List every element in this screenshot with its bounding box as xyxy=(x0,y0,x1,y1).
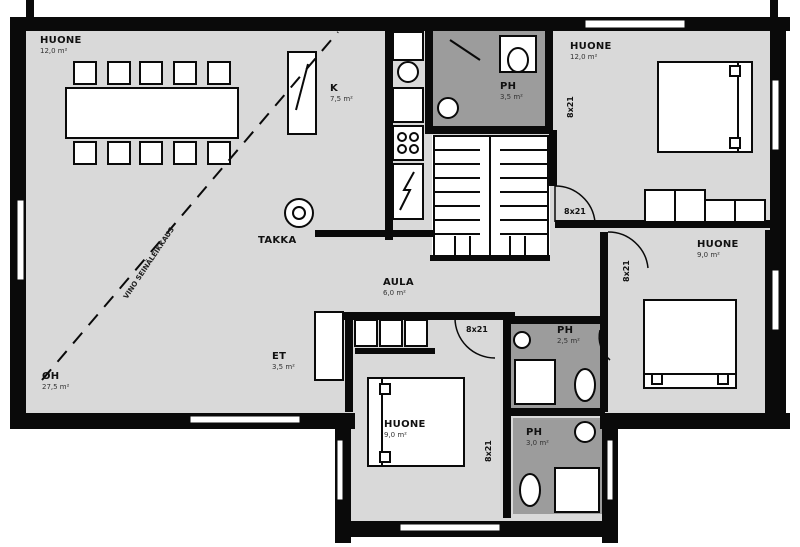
label-door-5: 8x21 xyxy=(484,440,493,462)
wall-ph-mid-left xyxy=(503,318,511,518)
bed-bottom xyxy=(367,377,465,467)
chairs-top xyxy=(73,61,231,85)
wardrobes-right xyxy=(644,189,766,223)
wall-bottom-right xyxy=(600,413,790,429)
entrance-closets xyxy=(314,311,428,381)
bed-right xyxy=(643,299,737,389)
window-left xyxy=(16,199,25,281)
dining-table xyxy=(65,87,239,139)
wall-et-top xyxy=(340,312,515,320)
wall-stair-bottom xyxy=(430,255,550,261)
window-annex-bottom xyxy=(399,523,501,532)
wall-ph-top-right xyxy=(545,30,553,130)
wall-core-left xyxy=(385,30,393,240)
post-top-left xyxy=(26,0,34,18)
wall-room-right-top xyxy=(555,220,770,228)
windows xyxy=(16,19,780,532)
ph-top-fixtures xyxy=(437,35,537,119)
fireplace-icon xyxy=(284,198,314,228)
wall-takka-line xyxy=(315,230,435,237)
window-annex-left xyxy=(336,439,344,501)
label-door-4: 8x21 xyxy=(622,260,631,282)
window-top-right xyxy=(584,19,686,29)
diagonal-divider xyxy=(41,31,339,381)
ph-middle-fixtures xyxy=(513,331,596,405)
wall-ph-mid-bottom xyxy=(505,408,605,416)
staircase xyxy=(433,135,549,257)
wall-stair-right xyxy=(549,130,557,186)
label-divider-note: VINO SEINÄLEIKKAUS xyxy=(122,225,176,301)
wall-ph-mid-top xyxy=(505,316,605,324)
label-takka: TAKKA xyxy=(258,235,297,246)
ph-bottom-fixtures xyxy=(519,421,600,513)
label-door-1: 8x21 xyxy=(564,207,586,216)
interior-walls xyxy=(315,30,773,518)
wall-stair-top xyxy=(425,126,553,134)
dining-set xyxy=(65,61,239,165)
kitchen-counter xyxy=(287,51,317,135)
wall-et-right xyxy=(345,312,353,412)
window-bottom-left xyxy=(189,415,301,424)
window-right-2 xyxy=(771,269,780,331)
wall-ph-top-left xyxy=(425,30,433,130)
chairs-bottom xyxy=(73,141,231,165)
window-right-1 xyxy=(771,79,780,151)
wall-huone-bottom-top xyxy=(355,348,435,354)
wall-huone-right-right xyxy=(765,230,773,415)
label-door-2: 8x21 xyxy=(466,325,488,334)
bed-top-right xyxy=(657,61,753,153)
window-annex-right xyxy=(606,439,614,501)
door-swings xyxy=(454,185,649,361)
label-door-3: 8x21 xyxy=(566,96,575,118)
kitchen-fixtures xyxy=(392,31,424,220)
post-top-right xyxy=(770,0,778,18)
